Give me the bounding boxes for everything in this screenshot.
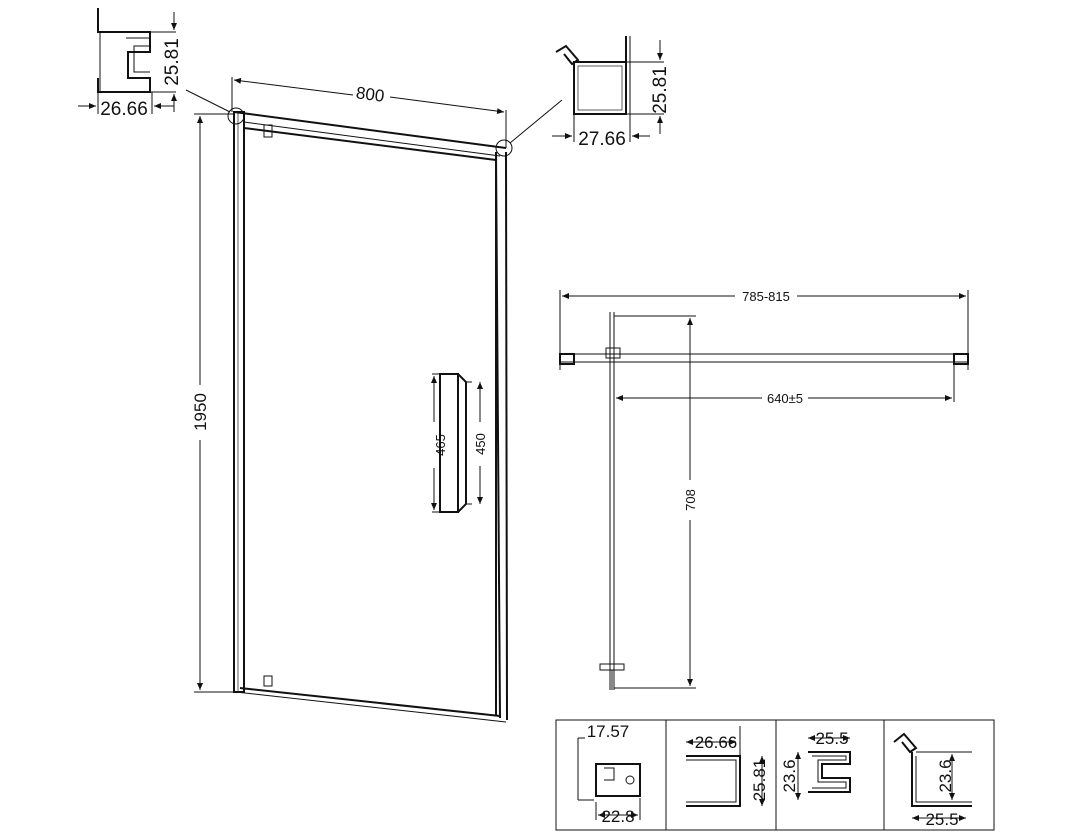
profile-cell-1: 17.57 22.8	[577, 722, 641, 826]
plan-view: 785-815 640±5 708	[559, 289, 969, 690]
profile-right-height: 25.81	[650, 66, 671, 114]
door-height-label: 1950	[191, 393, 210, 431]
profile-4-side: 23.6	[936, 759, 955, 792]
dimension-height: 1950	[191, 113, 234, 693]
plan-opening-label: 640±5	[767, 391, 803, 406]
plan-swing-label: 708	[683, 489, 698, 511]
profile-left-height: 25.81	[162, 38, 183, 86]
profile-2-side: 25.81	[750, 759, 769, 802]
profile-2-top: 26.66	[695, 733, 738, 752]
profile-detail-left: 25.81 26.66	[78, 8, 183, 120]
profile-left-width: 26.66	[100, 99, 148, 120]
profile-1-top: 17.57	[587, 722, 630, 741]
handle-inner-label: 450	[473, 433, 488, 455]
profile-1-bottom: 22.8	[601, 807, 634, 826]
handle-outer-label: 465	[433, 434, 448, 456]
profile-4-bottom: 25.5	[925, 810, 958, 829]
profile-3-side: 23.6	[780, 759, 799, 792]
door-front-view	[185, 89, 563, 723]
profile-right-width: 27.66	[578, 129, 626, 150]
door-width-label: 800	[355, 83, 386, 106]
profile-detail-right: 25.81 27.66	[552, 36, 671, 150]
profile-3-top: 25.5	[815, 729, 848, 748]
profile-cell-2: 26.66 25.81	[686, 726, 769, 807]
profiles-table	[555, 719, 995, 831]
dimension-width: 800	[231, 77, 507, 148]
plan-range-label: 785-815	[742, 289, 790, 304]
profile-cell-4: 23.6 25.5	[893, 732, 972, 829]
profile-cell-3: 25.5 23.6	[780, 729, 851, 800]
dimension-handle: 465 450	[431, 373, 488, 513]
